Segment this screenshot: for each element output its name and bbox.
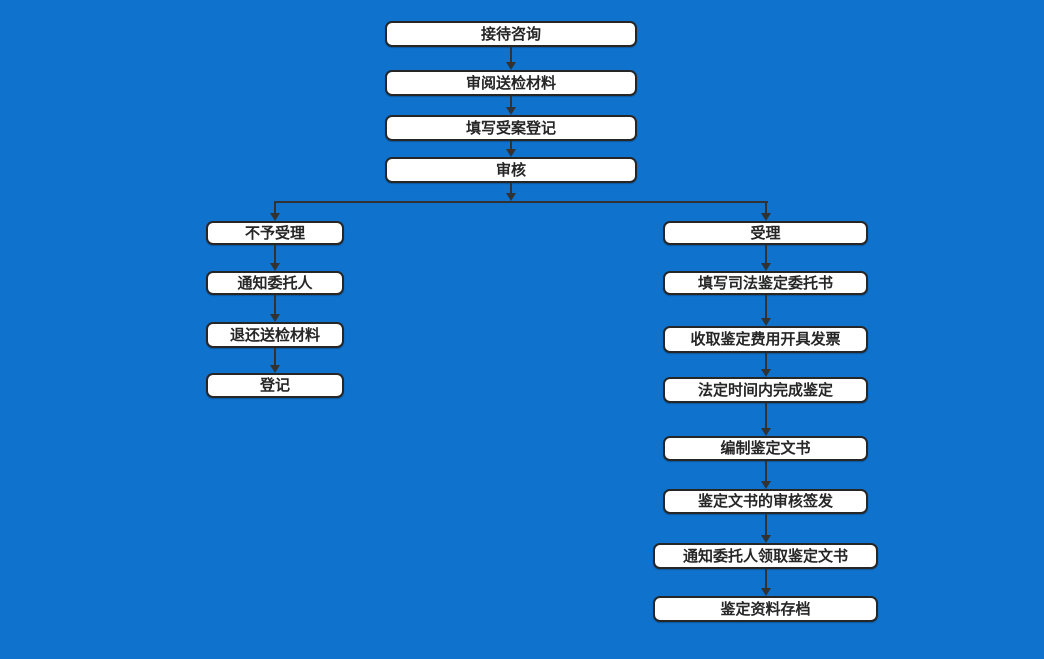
arrow-main-3: [506, 141, 516, 157]
arrow-left-3: [270, 348, 280, 373]
node-notify-client: 通知委托人: [206, 271, 344, 295]
arrow-main-1: [506, 47, 516, 70]
arrow-left-1: [270, 245, 280, 271]
arrow-right-5: [761, 461, 771, 489]
arrow-main-to-branch: [506, 183, 516, 201]
arrow-right-3: [761, 353, 771, 377]
arrow-right-6: [761, 514, 771, 543]
node-compile-appraisal-document: 编制鉴定文书: [663, 436, 868, 461]
node-review-submitted-materials: 审阅送检材料: [385, 70, 637, 96]
node-not-accepted: 不予受理: [206, 221, 344, 245]
node-fill-case-registration: 填写受案登记: [385, 115, 637, 141]
arrow-main-2: [506, 96, 516, 115]
node-notify-client-collect-document: 通知委托人领取鉴定文书: [653, 543, 878, 569]
arrow-branch-left: [270, 203, 280, 221]
node-complete-within-legal-time: 法定时间内完成鉴定: [663, 377, 868, 403]
node-review: 审核: [385, 157, 637, 183]
arrow-branch-right: [761, 203, 771, 221]
node-accepted: 受理: [663, 221, 868, 245]
node-archive-appraisal-materials: 鉴定资料存档: [653, 596, 878, 622]
node-return-materials: 退还送检材料: [206, 322, 344, 348]
arrow-left-2: [270, 295, 280, 322]
arrow-right-1: [761, 245, 771, 271]
node-reception-consultation: 接待咨询: [385, 21, 637, 47]
node-collect-fee-issue-invoice: 收取鉴定费用开具发票: [663, 326, 868, 353]
arrow-right-4: [761, 403, 771, 436]
arrow-right-7: [761, 569, 771, 596]
node-register: 登记: [206, 373, 344, 398]
node-fill-entrustment-letter: 填写司法鉴定委托书: [663, 271, 868, 295]
branch-horizontal-line: [274, 201, 768, 203]
arrow-right-2: [761, 295, 771, 326]
node-review-sign-document: 鉴定文书的审核签发: [663, 489, 868, 514]
